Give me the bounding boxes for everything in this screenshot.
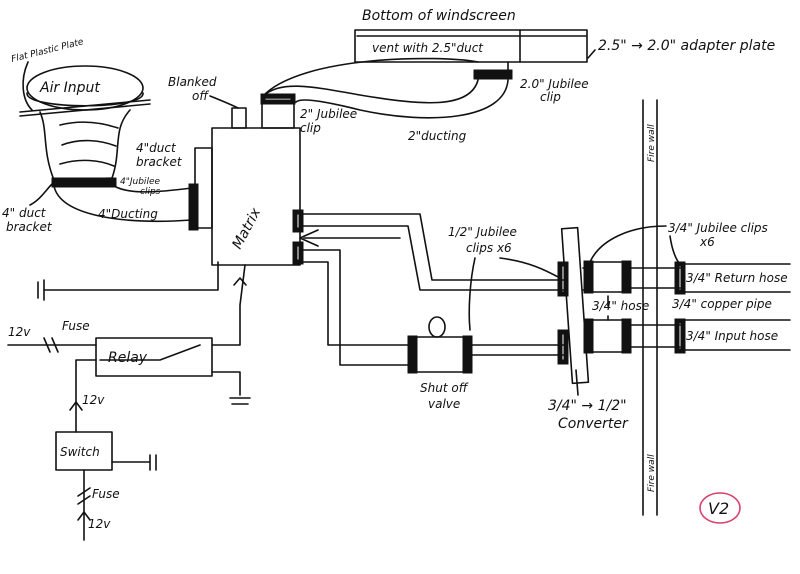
shut-off-valve <box>409 336 471 373</box>
valve-knob <box>428 316 446 338</box>
relay-label: Relay <box>108 350 148 366</box>
input-pipe-outer <box>299 249 411 366</box>
converter-label-1: 3/4" → 1/2" <box>548 398 627 414</box>
input-hose-line <box>682 319 791 351</box>
duct-bracket-4b-label-2: bracket <box>6 220 53 234</box>
version-label: V2 <box>708 499 729 518</box>
ducting-4in-upper <box>113 185 193 193</box>
jubilee-half-matrix-bottom <box>292 241 304 265</box>
firewall-label-top: Fire wall <box>647 124 657 162</box>
input-hose-label: 3/4" Input hose <box>686 329 778 343</box>
jubilee-clip-2in-top <box>473 69 513 80</box>
copper-pipe-return <box>629 267 681 289</box>
converter-plate <box>560 226 590 385</box>
ducting-2in-lower <box>261 79 479 104</box>
jubilee-2-label: 2.0" Jubilee <box>520 77 589 91</box>
duct-bracket-4b-label-1: 4" duct <box>2 206 47 220</box>
matrix-power-wire <box>211 264 246 346</box>
adapter-plate-label: 2.5" → 2.0" adapter plate <box>598 38 775 54</box>
ducting-4-label: 4"Ducting <box>98 207 158 221</box>
relay-switch-wire <box>75 359 97 433</box>
ducting-2-label: 2"ducting <box>408 129 467 143</box>
v12-left-label: 12v <box>8 325 31 339</box>
copper-pipe-label: 3/4" copper pipe <box>672 297 772 311</box>
blanked-off-label-2: off <box>192 89 209 103</box>
v12-bottom-label: 12v <box>88 517 111 531</box>
jubilee-4-label-1: 4"Jubilee <box>120 177 160 187</box>
bottom-of-windscreen-label: Bottom of windscreen <box>362 8 516 24</box>
return-pipe-outer <box>299 213 566 281</box>
matrix-label: Matrix <box>229 205 264 252</box>
copper-pipe-input <box>629 324 681 348</box>
shut-off-label-1: Shut off <box>420 381 469 395</box>
jubilee-4-label-2: clips <box>140 187 161 197</box>
duct-bracket-4a-label-1: 4"duct <box>136 141 177 155</box>
duct-bellows <box>39 109 131 181</box>
flat-plastic-plate-label: Flat Plastic Plate <box>10 37 85 65</box>
jubilee-clip-4in-input <box>51 177 117 188</box>
fuse-top-label: Fuse <box>62 319 90 333</box>
relay <box>95 337 213 377</box>
duct-bracket-4a-label-2: bracket <box>136 155 183 169</box>
jubilee-2in-clip-label-2: clip <box>300 121 321 135</box>
return-hose-line <box>682 263 791 293</box>
ducting-2in-upper <box>295 79 509 119</box>
jubilee-half-label-1: 1/2" Jubilee <box>448 225 517 239</box>
return-pipe-inner <box>299 225 566 291</box>
jubilee-clip-2in-matrix <box>260 93 296 105</box>
jubilee-half-label-2: clips x6 <box>466 241 512 255</box>
jubilee-34-label-2: x6 <box>699 235 715 249</box>
jubilee-2in-clip-label-1: 2" Jubilee <box>300 107 357 121</box>
windscreen-vent <box>354 29 588 63</box>
ground-wire-matrix <box>43 261 219 291</box>
jubilee-2-clip-label: clip <box>540 90 561 104</box>
switch-ground <box>111 454 157 471</box>
input-pipe-inner <box>299 261 411 346</box>
shut-off-label-2: valve <box>428 397 460 411</box>
flat-plastic-plate <box>19 99 151 113</box>
firewall-label-bottom: Fire wall <box>647 454 657 492</box>
heater-matrix <box>211 127 301 266</box>
version-ring <box>699 492 741 524</box>
converter-label-2: Converter <box>558 416 629 432</box>
hose-34-label: 3/4" hose <box>592 299 649 313</box>
blanked-off-label-1: Blanked <box>168 75 217 89</box>
air-input-label: Air Input <box>39 80 100 96</box>
switch-label: Switch <box>60 445 100 459</box>
jubilee-clip-4in-matrix <box>188 183 199 231</box>
v12-switch-label: 12v <box>82 393 105 407</box>
return-hose-label: 3/4" Return hose <box>686 271 788 285</box>
ducting-4in-lower <box>53 185 193 223</box>
jubilee-34-label-1: 3/4" Jubilee clips <box>668 221 768 235</box>
fuse-bottom-label: Fuse <box>92 487 120 501</box>
blanked-off-outlet <box>231 107 247 129</box>
vent-label: vent with 2.5"duct <box>372 41 484 55</box>
jubilee-half-matrix-top <box>292 209 304 233</box>
